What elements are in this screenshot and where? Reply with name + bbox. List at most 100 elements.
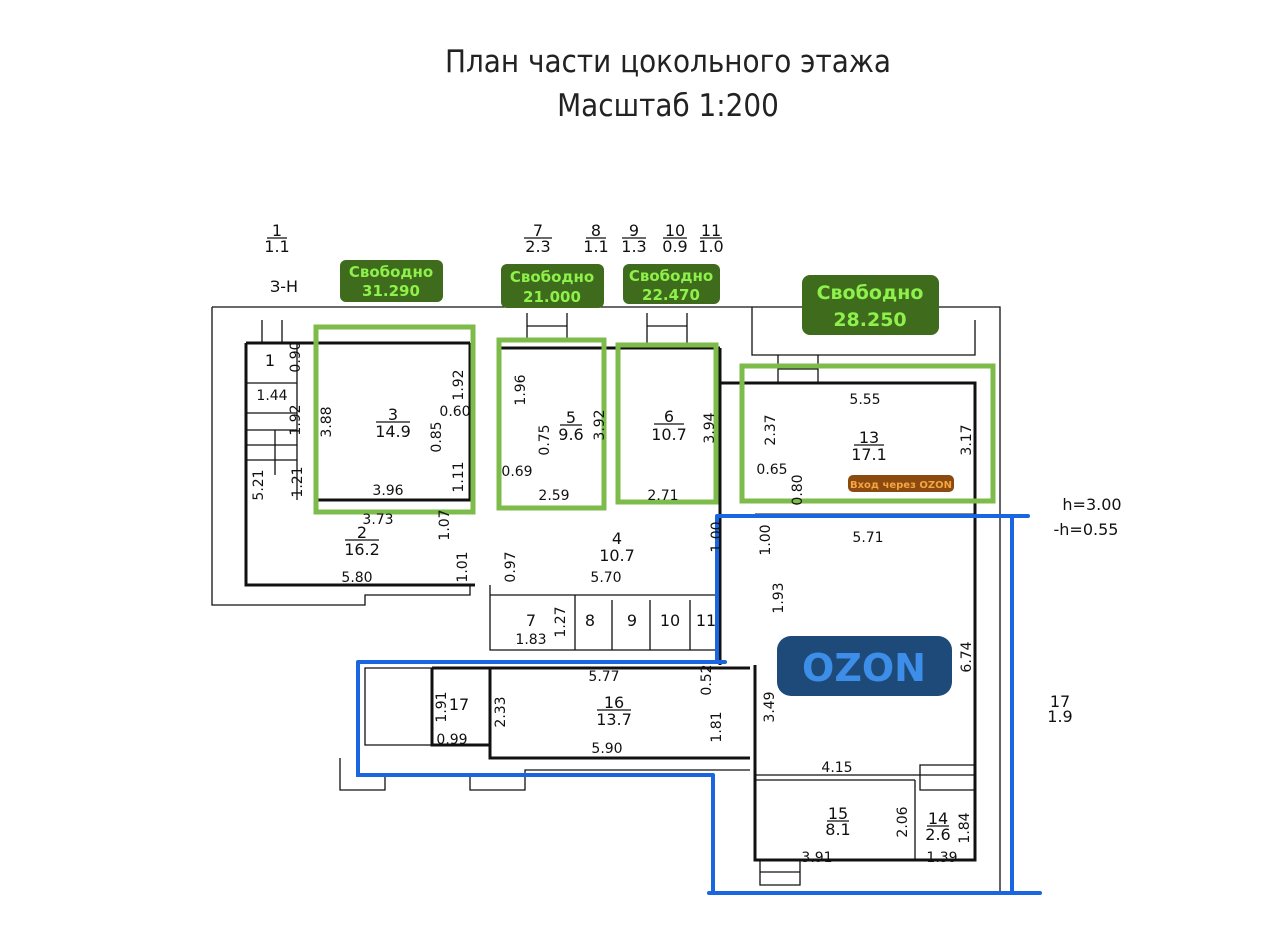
dimension-horizontal-label: 2.71 — [647, 488, 678, 504]
dimension-horizontal-label: 0.60 — [439, 404, 470, 420]
dimension-vertical-label: 0.75 — [537, 424, 553, 455]
dimension-vertical-label: 2.33 — [493, 696, 509, 727]
dimension-vertical-label: 1.91 — [434, 691, 450, 722]
room-11-top: 111.0 — [698, 221, 723, 256]
svg-text:10.7: 10.7 — [599, 546, 635, 565]
svg-text:10.7: 10.7 — [651, 425, 687, 444]
svg-text:10: 10 — [660, 611, 680, 630]
dimension-vertical-label: 3.92 — [592, 409, 608, 440]
dimension-horizontal-label: 5.77 — [588, 669, 619, 685]
dimension-horizontal-label: 3.91 — [801, 850, 832, 866]
svg-text:2: 2 — [357, 523, 367, 542]
dimension-vertical-label: 0.80 — [790, 474, 806, 505]
svg-text:Свободно: Свободно — [510, 268, 594, 286]
dimension-vertical-label: 1.00 — [709, 521, 725, 552]
dimension-horizontal-label: 5.71 — [852, 530, 883, 546]
svg-text:1.3: 1.3 — [621, 237, 646, 256]
dimension-vertical-label: 1.01 — [455, 551, 471, 582]
dimension-vertical-label: 0.90 — [288, 341, 304, 372]
height-label: h=3.00 — [1062, 495, 1121, 514]
dimension-vertical-label: 1.81 — [709, 711, 725, 742]
svg-text:5: 5 — [566, 408, 576, 427]
svg-text:8: 8 — [591, 221, 601, 240]
room-3: 314.9 — [375, 405, 411, 441]
plan-scale: Масштаб 1:200 — [557, 88, 779, 124]
dimension-vertical-label: 1.92 — [451, 369, 467, 400]
free-label-28250: Свободно 28.250 — [802, 275, 939, 335]
dimension-vertical-label: 1.92 — [288, 404, 304, 435]
svg-text:2.6: 2.6 — [925, 825, 950, 844]
dimension-horizontal-label: 5.70 — [590, 570, 621, 586]
svg-text:2.3: 2.3 — [525, 237, 550, 256]
dimension-vertical-label: 3.88 — [319, 406, 335, 437]
ozon-outline — [356, 514, 1042, 895]
svg-text:1.1: 1.1 — [583, 237, 608, 256]
dimension-vertical-label: 0.85 — [429, 421, 445, 452]
svg-text:16.2: 16.2 — [344, 540, 380, 559]
stair-mark: З-Н — [270, 277, 298, 296]
room-10-top: 100.9 — [662, 221, 687, 256]
dimension-vertical-label: 1.27 — [553, 606, 569, 637]
svg-text:13.7: 13.7 — [596, 710, 632, 729]
svg-text:17: 17 — [449, 695, 469, 714]
free-zone-outlines — [313, 324, 996, 515]
svg-text:15: 15 — [828, 804, 848, 823]
room-6: 610.7 — [651, 407, 687, 444]
room-2: 216.2 — [344, 523, 380, 559]
svg-text:Вход через OZON: Вход через OZON — [850, 480, 952, 491]
svg-text:7: 7 — [526, 611, 536, 630]
svg-text:9: 9 — [629, 221, 639, 240]
svg-text:Свободно: Свободно — [629, 267, 713, 285]
svg-text:0.9: 0.9 — [662, 237, 687, 256]
room-9-top: 91.3 — [621, 221, 646, 256]
room-17-right: 171.9 — [1047, 692, 1072, 726]
svg-text:1.83: 1.83 — [515, 632, 546, 648]
dimension-vertical-label: 3.49 — [762, 691, 778, 722]
room-15: 158.1 — [825, 804, 850, 839]
dimension-vertical-label: 1.00 — [758, 524, 774, 555]
svg-text:10: 10 — [665, 221, 685, 240]
svg-text:21.000: 21.000 — [523, 288, 581, 306]
svg-text:8: 8 — [585, 611, 595, 630]
ozon-label: OZON — [777, 636, 952, 696]
dimension-horizontal-label: 1.39 — [926, 850, 957, 866]
svg-text:7: 7 — [533, 221, 543, 240]
svg-text:14.9: 14.9 — [375, 422, 411, 441]
dimension-vertical-label: 1.11 — [451, 461, 467, 492]
free-label-31290: Свободно 31.290 — [340, 260, 443, 302]
svg-text:4: 4 — [612, 529, 622, 548]
dimension-vertical-label: 1.07 — [437, 509, 453, 540]
room-4: 410.7 — [599, 529, 635, 565]
svg-text:28.250: 28.250 — [833, 309, 906, 331]
svg-text:1.0: 1.0 — [698, 237, 723, 256]
dimension-vertical-label: 5.21 — [251, 469, 267, 500]
svg-text:11: 11 — [696, 611, 716, 630]
dimension-horizontal-label: 0.65 — [756, 462, 787, 478]
dimension-vertical-label: 0.52 — [699, 664, 715, 695]
dimension-horizontal-label: 0.99 — [436, 732, 467, 748]
dimension-vertical-label: 2.37 — [763, 414, 779, 445]
svg-text:8.1: 8.1 — [825, 820, 850, 839]
dimension-vertical-label: 2.06 — [895, 806, 911, 837]
dimension-vertical-label: 3.94 — [702, 412, 718, 443]
plan-title: План части цокольного этажа — [445, 44, 891, 80]
svg-text:31.290: 31.290 — [362, 282, 420, 300]
room-7-top: 72.3 — [524, 221, 552, 256]
dimension-horizontal-label: 3.73 — [362, 512, 393, 528]
svg-text:16: 16 — [604, 693, 624, 712]
dimension-vertical-label: 6.74 — [959, 641, 975, 672]
free-label-22470: Свободно 22.470 — [623, 264, 720, 304]
room-labels: 11.1 72.3 81.1 91.3 100.9 111.0 314.9 59… — [264, 221, 1072, 844]
room-14: 142.6 — [925, 809, 950, 844]
dimension-vertical-label: 0.97 — [503, 551, 519, 582]
dimensions-vertical: 0.901.921.215.213.881.920.851.111.071.01… — [251, 341, 975, 843]
dimension-horizontal-label: 5.90 — [591, 741, 622, 757]
svg-text:Свободно: Свободно — [817, 282, 924, 304]
svg-text:9: 9 — [627, 611, 637, 630]
dimension-horizontal-label: 5.80 — [341, 570, 372, 586]
free-label-21000: Свободно 21.000 — [501, 264, 604, 308]
